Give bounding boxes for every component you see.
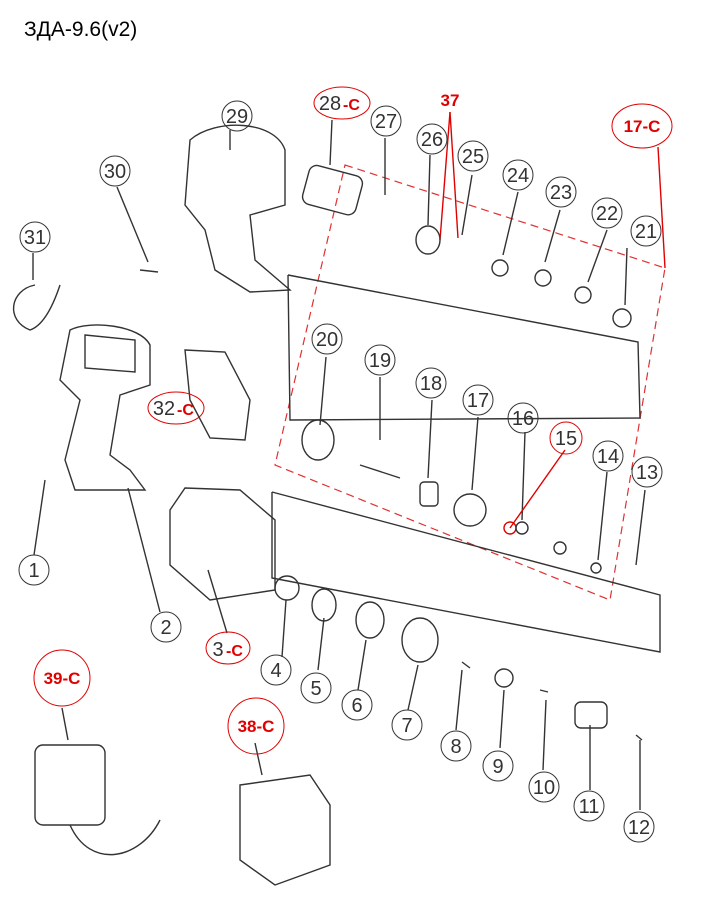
part-label-19: 19: [369, 350, 391, 372]
part-label-10: 10: [533, 777, 555, 799]
drill-housing-right: [184, 124, 292, 293]
part-label-39c: 39-C: [44, 669, 81, 688]
part-label-9: 9: [492, 756, 503, 778]
part-label-32: 32: [153, 398, 175, 420]
gearbox-dashed-outline: [274, 164, 666, 601]
part-label-26: 26: [421, 129, 443, 151]
part-label-30: 30: [104, 161, 126, 183]
part-label-28-suffix: -C: [343, 97, 360, 114]
part-label-29: 29: [226, 106, 248, 128]
charger: [239, 774, 331, 886]
part-label-37: 37: [441, 91, 460, 110]
part-label-8: 8: [450, 736, 461, 758]
part-label-32-suffix: -C: [177, 402, 194, 419]
drill-housing-left: [59, 324, 151, 491]
battery-pack: [169, 487, 276, 601]
gear-parts: [139, 225, 643, 741]
part-label-38c: 38-C: [238, 717, 275, 736]
part-label-2: 2: [160, 617, 171, 639]
part-label-17: 17: [467, 390, 489, 412]
part-label-18: 18: [420, 373, 442, 395]
part-label-3-suffix: -C: [226, 643, 243, 660]
part-label-12: 12: [628, 817, 650, 839]
part-label-24: 24: [507, 165, 529, 187]
part-label-20: 20: [316, 329, 338, 351]
part-label-23: 23: [550, 182, 572, 204]
part-label-31: 31: [24, 227, 46, 249]
part-label-15: 15: [555, 428, 577, 450]
part-label-4: 4: [270, 660, 281, 682]
part-label-14: 14: [597, 446, 619, 468]
wire: [13, 284, 61, 331]
part-label-28: 28: [319, 93, 341, 115]
group-outline-upper: [287, 274, 641, 421]
part-label-1: 1: [28, 560, 39, 582]
part-label-21: 21: [635, 221, 657, 243]
motor: [301, 164, 364, 216]
part-label-3: 3: [212, 639, 223, 661]
highlighted-labels: 3 -C 15 17-C 28 -C 32 -C 37 38-C 39-C: [33, 86, 673, 755]
part-label-13: 13: [636, 462, 658, 484]
part-label-5: 5: [310, 678, 321, 700]
part-labels: 1 2 4 5 6 7 8 9 10 11 12 13 14 16 17 18 …: [18, 100, 663, 843]
part-label-6: 6: [351, 695, 362, 717]
part-label-25: 25: [462, 146, 484, 168]
part-label-7: 7: [401, 715, 412, 737]
part-label-11: 11: [579, 796, 600, 818]
switch: [184, 349, 251, 441]
diagram-title: ЗДА-9.6(v2): [24, 18, 138, 41]
part-label-27: 27: [375, 111, 397, 133]
adapter: [34, 744, 161, 856]
part-label-17c: 17-C: [624, 117, 661, 136]
part-label-22: 22: [596, 203, 618, 225]
group-outline-lower: [271, 491, 661, 653]
part-label-16: 16: [512, 408, 534, 430]
